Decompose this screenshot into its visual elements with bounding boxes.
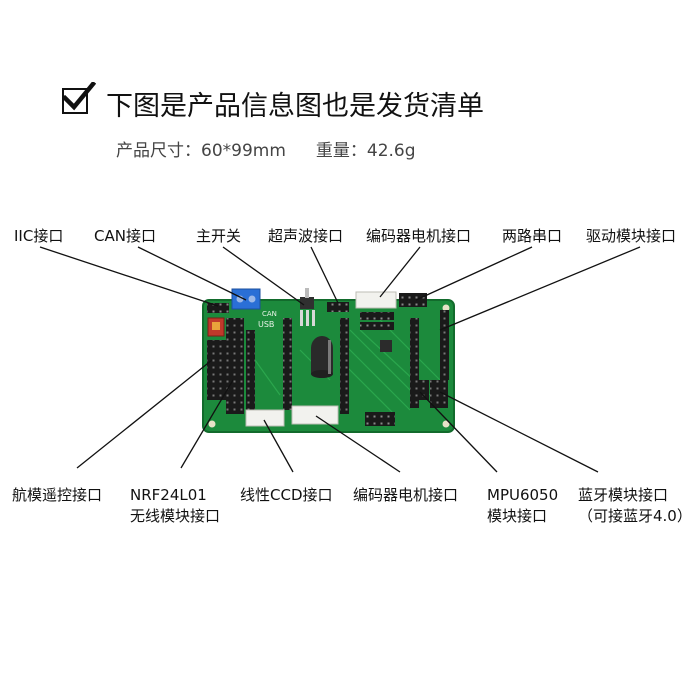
can-terminal [231,288,261,310]
page-title: 下图是产品信息图也是发货清单 [106,91,484,122]
callout-encoder-motor-bottom: 编码器电机接口 [353,485,458,506]
encoder-jst-top [355,291,397,309]
right-inner-socket [340,318,349,414]
weight-label: 重量： [315,141,367,161]
callout-bluetooth-line1: 蓝牙模块接口 [578,486,669,504]
leader-lines [39,246,641,473]
callout-rc-receiver-line1: 航模遥控接口 [12,486,103,504]
rc-receiver-header [207,340,227,400]
callout-nrf24l01: NRF24L01 无线模块接口 [130,485,220,527]
left-module-socket [246,330,255,414]
callout-nrf24l01-line1: NRF24L01 [130,486,207,504]
callout-ultrasonic: 超声波接口 [268,227,344,245]
main-switch [300,297,314,309]
ccd-jst-left [245,409,285,427]
driver-module-socket-right [440,310,449,380]
silk-can: CAN [262,310,277,318]
iic-header [207,303,229,313]
driver-module-socket [410,318,419,408]
callout-mpu6050-line2: 模块接口 [487,507,548,525]
callout-can: CAN接口 [94,227,156,245]
callout-linear-ccd: 线性CCD接口 [240,485,333,506]
checkbox [62,82,96,114]
callout-main-switch: 主开关 [196,227,242,245]
nrf24l01-header [226,318,244,414]
switch-pins [300,310,315,326]
encoder-pin-row-2 [360,322,394,330]
encoder-jst-bottom [291,405,339,425]
encoder-pin-row [360,312,394,320]
silk-usb: USB [258,320,274,329]
callout-mpu6050-line1: MPU6050 [487,486,559,504]
ultrasonic-header [327,302,349,312]
callout-encoder-motor-bottom-line1: 编码器电机接口 [353,486,459,504]
uart-header [399,293,427,307]
callout-encoder-motor-top: 编码器电机接口 [366,227,472,245]
callout-mpu6050: MPU6050 模块接口 [487,485,558,527]
checkmark-icon [62,82,96,111]
callout-driver-module: 驱动模块接口 [586,227,677,245]
weight-value: 42.6g [366,141,416,161]
bluetooth-header [430,380,448,408]
bottom-pin-header [365,412,395,426]
callout-iic: IIC接口 [14,227,64,245]
callout-linear-ccd-line1: 线性CCD接口 [240,486,333,504]
center-module-socket [283,318,292,410]
callout-bluetooth-line2: （可接蓝牙4.0） [578,507,692,525]
callout-nrf24l01-line2: 无线模块接口 [130,507,221,525]
callout-dual-uart: 两路串口 [502,227,563,245]
callout-rc-receiver: 航模遥控接口 [12,485,102,506]
size-label: 产品尺寸： [116,141,201,161]
mpu6050-header [411,380,429,400]
size-value: 60*99mm [201,141,286,161]
small-ic [380,340,392,352]
product-specs: 产品尺寸：60*99mm 重量：42.6g [116,136,416,161]
callout-bluetooth: 蓝牙模块接口 （可接蓝牙4.0） [578,485,692,527]
electrolytic-capacitor [311,336,333,378]
